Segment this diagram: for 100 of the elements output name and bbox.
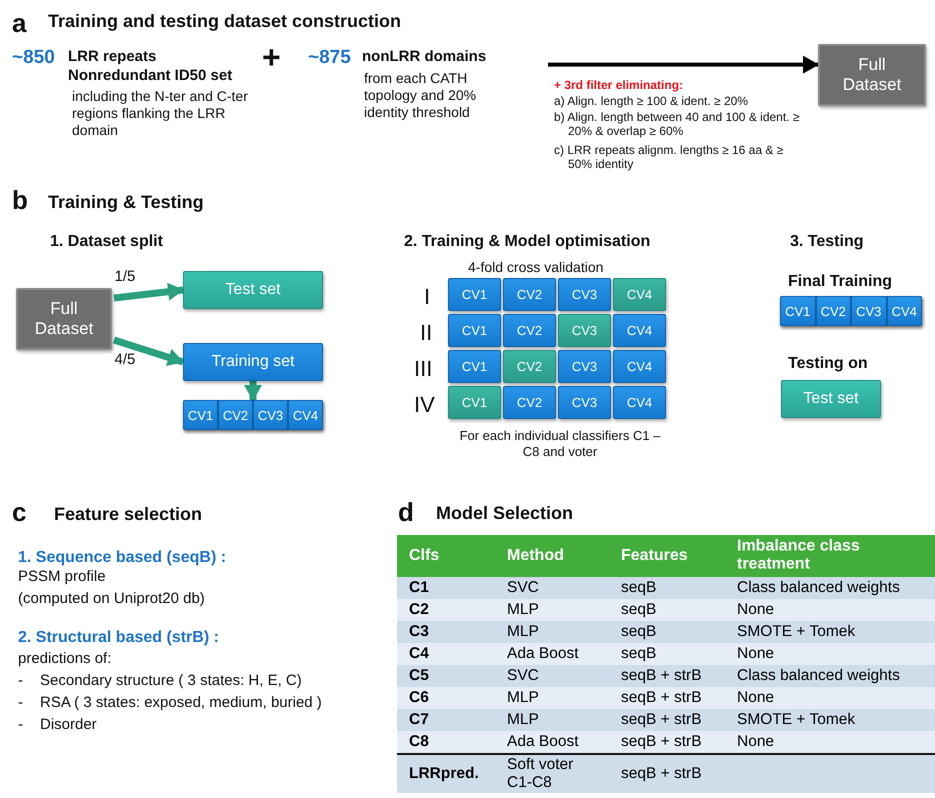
fold-box: CV1 [183, 400, 218, 430]
filter-rule: a) Align. length ≥ 100 & ident. ≥ 20% [554, 94, 749, 108]
column-header: Imbalance class treatment [737, 538, 861, 574]
panel-letter: c [12, 497, 26, 528]
step-heading: 3. Testing [790, 232, 864, 252]
list-text: (computed on Uniprot20 db) [18, 590, 205, 608]
table-cell-text: C7 [409, 711, 430, 729]
heading-text: nonLRR domains [362, 48, 486, 66]
step-heading: 2. Training & Model optimisation [404, 232, 650, 252]
plus-sign: + [262, 38, 281, 76]
table-cell-text: None [737, 645, 776, 663]
fold-box: CV1 [448, 386, 501, 419]
fold-numeral: IV [414, 392, 435, 418]
step-heading: Testing on [788, 354, 868, 374]
fold-box: CV3 [558, 386, 611, 419]
test-set-box: Test set [183, 271, 323, 309]
list-text: RSA ( 3 states: exposed, medium, buried ) [40, 694, 322, 712]
count-number: ~875 [308, 47, 351, 70]
fold-box: CV3 [558, 278, 611, 311]
step-heading: Final Training [788, 272, 892, 292]
count-number: ~850 [12, 47, 55, 70]
table-cell-text: seqB [621, 579, 658, 597]
panel-letter: b [12, 185, 28, 216]
table-cell-text: Class balanced weights [737, 579, 901, 597]
fold-box: CV1 [448, 314, 501, 347]
table-cell-text: Soft voter C1-C8 [507, 756, 574, 792]
fold-strip [780, 296, 922, 326]
table-cell-text: seqB [621, 623, 658, 641]
fold-box: CV3 [851, 296, 886, 326]
table-cell-text: MLP [507, 711, 540, 729]
section-heading: 1. Sequence based (seqB) : [18, 548, 226, 568]
table-cell-text: Ada Boost [507, 645, 580, 663]
table-cell-text: seqB [621, 645, 658, 663]
fold-box: CV1 [780, 296, 816, 326]
table-cell-text: SVC [507, 667, 540, 685]
fold-box: CV3 [558, 314, 611, 347]
column-header: Method [507, 546, 565, 566]
fold-box: CV3 [253, 400, 288, 430]
arrow [244, 381, 262, 401]
description-text: including the N-ter and C-ter regions flanking the LRR domain [72, 88, 249, 138]
panel-heading: Training & Testing [48, 192, 204, 214]
table-cell-text: seqB + strB [621, 711, 703, 729]
table-cell-text: C2 [409, 601, 430, 619]
table-cell-text: SVC [507, 579, 540, 597]
table-cell-text: MLP [507, 689, 540, 707]
description-text: from each CATH topology and 20% identity threshold [364, 70, 478, 120]
heading-text: LRR repeats [68, 48, 156, 66]
table-cell-text: seqB + strB [621, 689, 703, 707]
fold-box: CV3 [558, 350, 611, 383]
table-cell-text: None [737, 733, 776, 751]
heading-text: Nonredundant ID50 set [68, 67, 232, 85]
list-text: - [18, 716, 23, 734]
table-cell-text: seqB + strB [621, 733, 703, 751]
table-cell-text: SMOTE + Tomek [737, 711, 856, 729]
table-cell-text: C1 [409, 579, 430, 597]
arrow [112, 336, 184, 366]
table-cell-text: MLP [507, 601, 540, 619]
table-cell-text: None [737, 689, 776, 707]
description-text: 4-fold cross validation [468, 259, 604, 276]
fold-box: CV1 [448, 278, 501, 311]
fold-strip [183, 400, 323, 430]
table-cell-text: C6 [409, 689, 430, 707]
table-cell-text: LRRpred. [409, 765, 480, 783]
filter-rule: c) LRR repeats alignm. lengths ≥ 16 aa & ≥ 50% identity [554, 143, 784, 172]
list-text: Disorder [40, 716, 97, 734]
panel-letter: a [12, 8, 26, 40]
fold-box: CV4 [613, 350, 666, 383]
fold-box: CV2 [503, 350, 556, 383]
fold-box: CV2 [503, 314, 556, 347]
training-set-box: Training set [183, 343, 323, 381]
table-cell-text: C8 [409, 733, 430, 751]
table-cell-text: Ada Boost [507, 733, 580, 751]
dataset-box: Full Dataset [818, 44, 926, 106]
list-text: PSSM profile [18, 568, 106, 586]
panel-heading: Feature selection [54, 504, 202, 526]
table-cell-text: seqB [621, 601, 658, 619]
table-cell-text: seqB + strB [621, 667, 703, 685]
table-cell-text: C5 [409, 667, 430, 685]
fold-box: CV2 [218, 400, 253, 430]
filter-heading: + 3rd filter eliminating: [554, 78, 684, 92]
column-header: Clfs [409, 546, 440, 566]
fold-box: CV4 [288, 400, 323, 430]
fold-box: CV2 [816, 296, 851, 326]
step-heading: 1. Dataset split [50, 232, 163, 252]
table-cell-text: seqB + strB [621, 765, 703, 783]
arrow [114, 282, 184, 302]
fold-box: CV4 [886, 296, 922, 326]
note-text: For each individual classifiers C1 – C8 and voter [458, 428, 662, 460]
panel-letter: d [398, 497, 414, 528]
arrow [548, 56, 819, 74]
table-cell-text: C3 [409, 623, 430, 641]
fold-numeral: III [414, 356, 432, 382]
filter-rule: b) Align. length between 40 and 100 & ident. ≥ 20% & overlap ≥ 60% [554, 110, 800, 139]
table-cell-text: C4 [409, 645, 430, 663]
list-text: - [18, 694, 23, 712]
dataset-box: Full Dataset [16, 288, 112, 350]
column-header: Features [621, 546, 689, 566]
section-heading: 2. Structural based (strB) : [18, 628, 219, 648]
list-text: predictions of: [18, 650, 112, 668]
table-cell-text: None [737, 601, 776, 619]
